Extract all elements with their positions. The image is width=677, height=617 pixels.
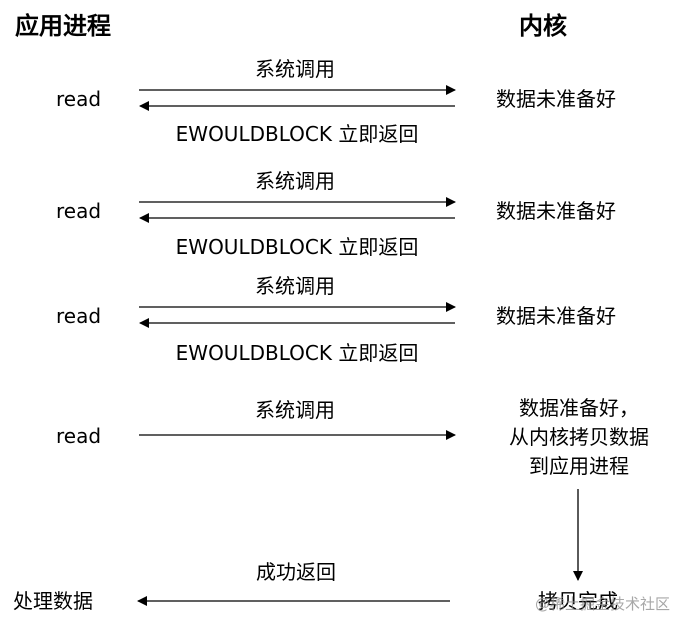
kernel-status: 数据未准备好 [496, 87, 616, 111]
read-call: read [56, 424, 101, 448]
success-return-label: 成功返回 [256, 560, 336, 584]
kernel-status: 数据未准备好 [496, 199, 616, 223]
read-call: read [56, 87, 101, 111]
ewouldblock-return-label: EWOULDBLOCK 立即返回 [176, 122, 419, 146]
syscall-label: 系统调用 [255, 274, 335, 298]
kernel-status: 数据未准备好 [496, 304, 616, 328]
kernel-header: 内核 [519, 12, 567, 40]
ewouldblock-return-label: EWOULDBLOCK 立即返回 [176, 341, 419, 365]
copy-complete-label: 拷贝完成 [538, 589, 618, 613]
process-data-label: 处理数据 [13, 589, 93, 613]
app-process-header: 应用进程 [15, 12, 111, 40]
read-call: read [56, 304, 101, 328]
syscall-label: 系统调用 [255, 57, 335, 81]
to-app-process-line: 到应用进程 [529, 454, 629, 478]
syscall-label: 系统调用 [255, 169, 335, 193]
data-ready-line: 数据准备好， [519, 396, 639, 420]
ewouldblock-return-label: EWOULDBLOCK 立即返回 [176, 235, 419, 259]
syscall-label: 系统调用 [255, 398, 335, 422]
read-call: read [56, 199, 101, 223]
watermark: @稀土掘金技术社区 [535, 595, 670, 613]
copy-from-kernel-line: 从内核拷贝数据 [509, 425, 649, 449]
